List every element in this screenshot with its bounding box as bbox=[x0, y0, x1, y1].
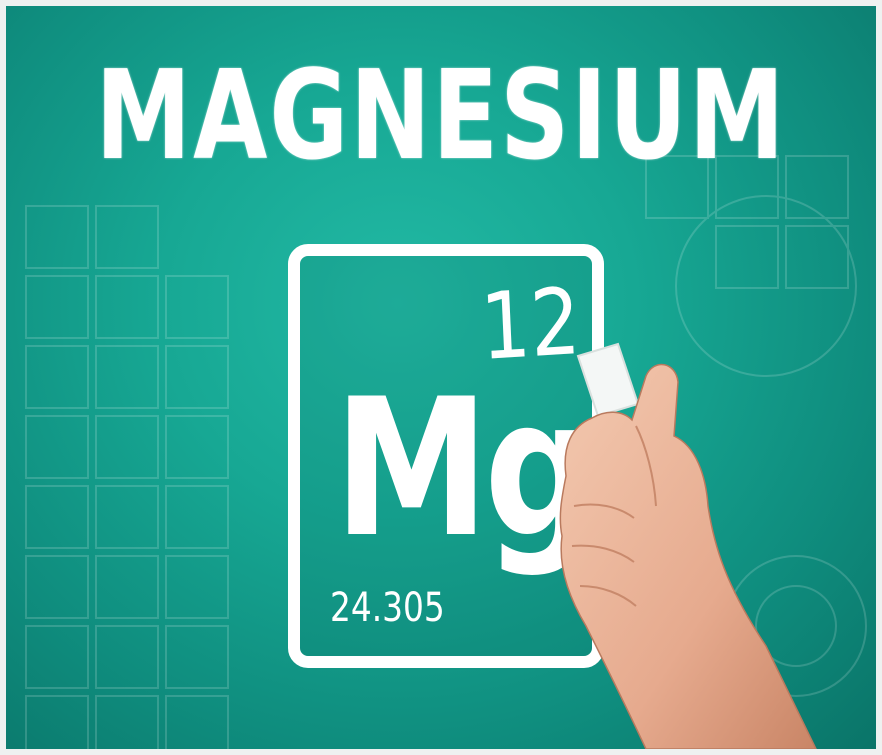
atomic-mass: 24.305 bbox=[330, 585, 445, 631]
photo: MAGNESIUM 12 Mg 24.305 bbox=[6, 6, 876, 749]
element-name-title: MAGNESIUM bbox=[95, 44, 787, 188]
periodic-element-card: 12 Mg 24.305 bbox=[288, 244, 604, 668]
element-symbol: Mg bbox=[334, 358, 596, 579]
